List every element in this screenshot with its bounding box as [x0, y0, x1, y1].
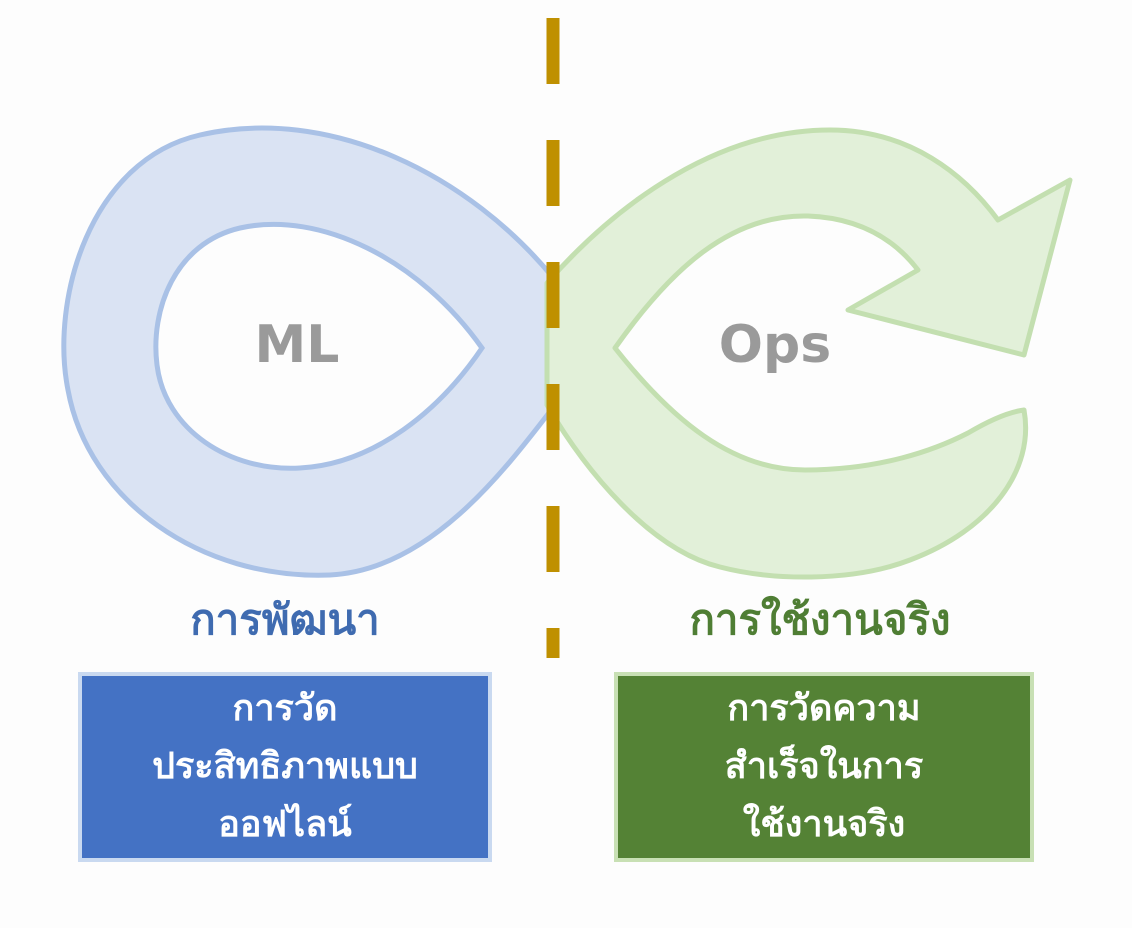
production-metrics-line: การวัดความ	[727, 688, 921, 729]
offline-metrics-line: การวัด	[232, 688, 338, 729]
production-metrics-line: สำเร็จในการ	[724, 746, 924, 787]
ml-label: ML	[255, 315, 340, 375]
ops-loop-arrow	[544, 127, 1073, 580]
production-metrics-line: ใช้งานจริง	[742, 804, 906, 845]
development-heading: การพัฒนา	[190, 595, 380, 644]
offline-metrics-line: ออฟไลน์	[218, 804, 352, 845]
production-metrics-box: การวัดความ สำเร็จในการ ใช้งานจริง	[614, 672, 1034, 862]
offline-metrics-line: ประสิทธิภาพแบบ	[152, 746, 418, 787]
operations-heading: การใช้งานจริง	[689, 595, 951, 644]
ml-loop	[61, 125, 558, 578]
offline-metrics-box: การวัด ประสิทธิภาพแบบ ออฟไลน์	[78, 672, 492, 862]
ops-label: Ops	[719, 315, 831, 375]
